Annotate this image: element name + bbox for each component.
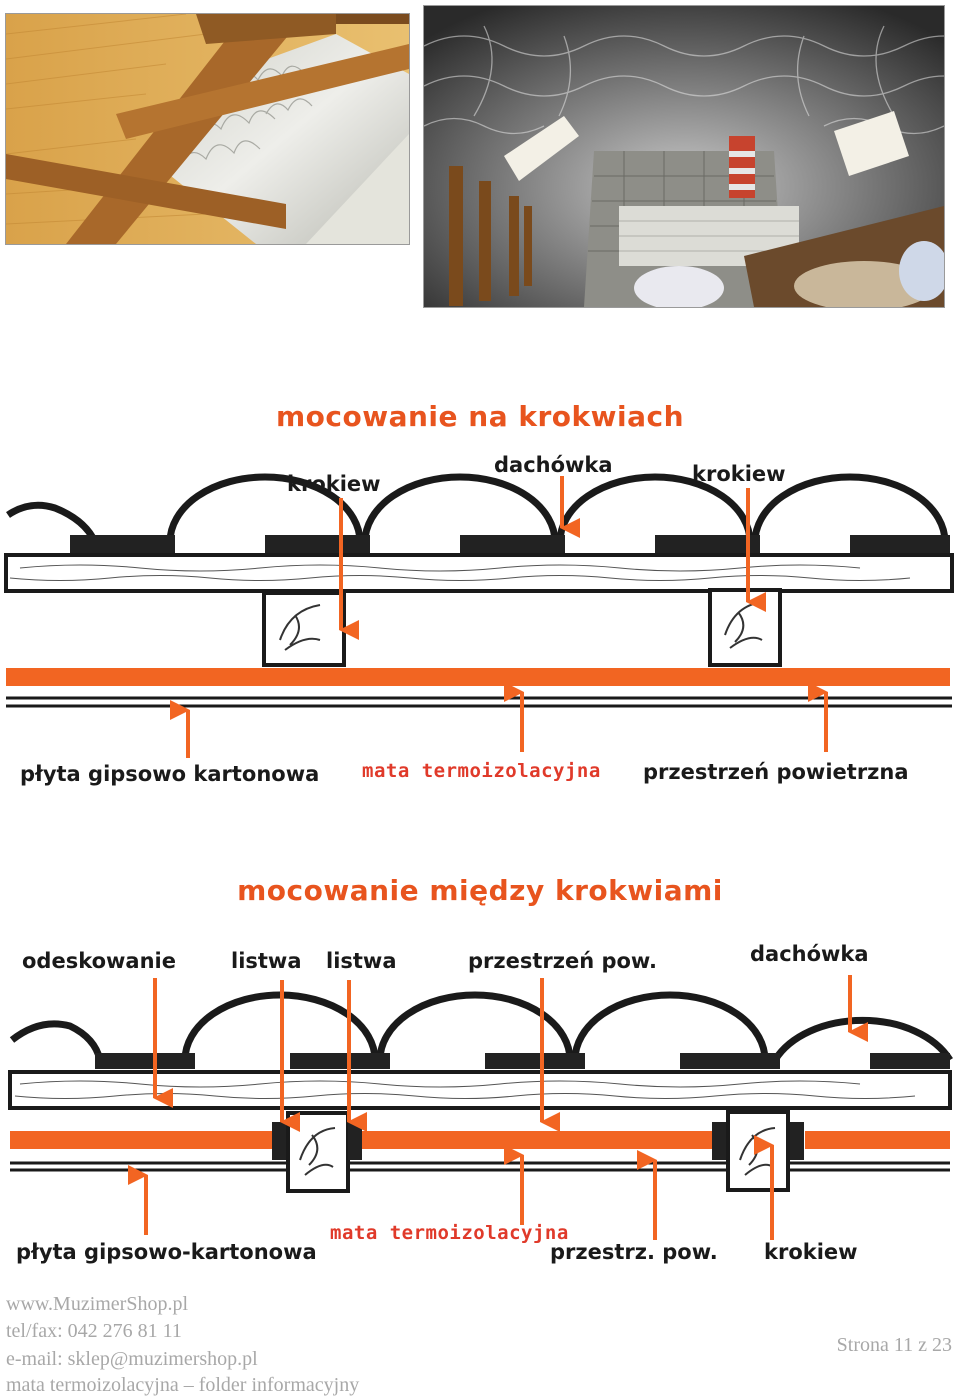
rafter-right	[712, 1110, 804, 1192]
photo-attic-rafters	[5, 13, 410, 245]
footer-telfax: tel/fax: 042 276 81 11	[6, 1320, 182, 1342]
label-listwa2: listwa	[326, 949, 397, 973]
label-krokiew-left: krokiew	[287, 472, 381, 496]
label-dachowka: dachówka	[750, 942, 869, 966]
diagram-rafter-mounting: mocowanie na krokwiach krokiew dachówka …	[0, 380, 960, 800]
boarding	[8, 1070, 952, 1110]
batten-right	[348, 1122, 362, 1160]
label-krokiew: krokiew	[764, 1240, 858, 1264]
photo-attic-interior	[423, 5, 945, 308]
roof-tiles	[6, 473, 949, 544]
label-przestrzen: przestrzeń powietrzna	[643, 760, 909, 784]
plasterboard	[6, 696, 952, 708]
rafter-right	[708, 588, 782, 667]
thermal-mat	[6, 668, 950, 686]
batten-left	[272, 1122, 286, 1160]
label-listwa1: listwa	[231, 949, 302, 973]
footer-email[interactable]: e-mail: sklep@muzimershop.pl	[6, 1348, 258, 1370]
page-footer: www.MuzimerShop.pl tel/fax: 042 276 81 1…	[0, 1288, 960, 1398]
rafter-left	[262, 591, 346, 667]
label-plyta: płyta gipsowo kartonowa	[20, 762, 320, 786]
footer-folder-title: mata termoizolacyjna – folder informacyj…	[6, 1374, 360, 1396]
page-number: Strona 11 z 23	[836, 1334, 952, 1356]
label-krokiew-right: krokiew	[692, 462, 786, 486]
label-mata: mata termoizolacyjna	[362, 760, 601, 782]
roof-boarding	[4, 553, 954, 593]
rafter-left	[272, 1111, 362, 1193]
label-przestrzen: przestrzeń pow.	[468, 949, 657, 973]
label-plyta: płyta gipsowo-kartonowa	[16, 1240, 317, 1264]
diagram-between-rafters: mocowanie między krokwiami odeskowanie l…	[0, 860, 960, 1280]
diagram-title: mocowanie na krokwiach	[275, 400, 685, 433]
label-przestrz: przestrz. pow.	[550, 1240, 718, 1264]
roof-tiles	[9, 991, 953, 1062]
label-odeskowanie: odeskowanie	[22, 949, 176, 973]
label-mata: mata termoizolacyjna	[330, 1222, 569, 1244]
thermal-mat	[10, 1131, 950, 1149]
diagram-title: mocowanie między krokwiami	[237, 874, 723, 907]
plasterboard	[10, 1161, 950, 1172]
footer-website-link[interactable]: www.MuzimerShop.pl	[6, 1293, 189, 1315]
label-dachowka: dachówka	[494, 453, 613, 477]
